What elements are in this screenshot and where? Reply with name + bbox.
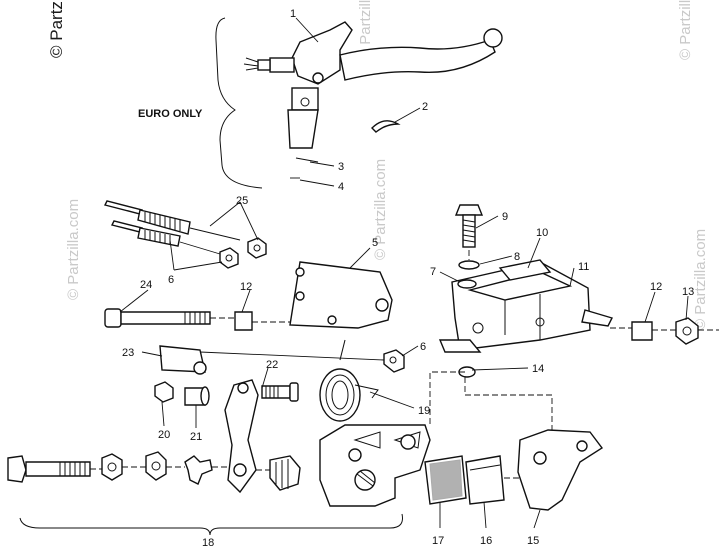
callout-10: 10 <box>536 227 548 239</box>
callouts: 1 2 3 4 5 6 6 7 8 9 10 11 12 12 13 14 15… <box>122 8 694 549</box>
plate-15 <box>504 429 604 511</box>
nut-pair <box>219 237 267 269</box>
lever-arm <box>224 379 259 494</box>
callout-4: 4 <box>338 181 344 193</box>
adjuster-assembly-18 <box>7 451 301 491</box>
crescent-washer <box>371 120 401 133</box>
callout-6b: 6 <box>420 341 426 353</box>
caliper-housing <box>319 371 553 507</box>
callout-8: 8 <box>514 251 520 263</box>
callout-2: 2 <box>422 101 428 113</box>
callout-9: 9 <box>502 211 508 223</box>
watermark-ghost-1: © Partzilla.com <box>357 0 374 60</box>
watermark-ghost-4: © Partzilla.com <box>677 0 694 60</box>
callout-23: 23 <box>122 347 134 359</box>
bracket-5 <box>289 261 393 329</box>
brake-pads <box>424 455 505 505</box>
callout-12b: 12 <box>650 281 662 293</box>
watermark-main: © Partzilla.com <box>47 0 66 58</box>
callout-25: 25 <box>236 195 248 207</box>
euro-only-label: EURO ONLY <box>138 108 203 120</box>
brake-lever <box>243 21 503 85</box>
callout-13: 13 <box>682 286 694 298</box>
callout-3: 3 <box>338 161 344 173</box>
nut-right <box>675 317 699 345</box>
callout-14: 14 <box>532 363 544 375</box>
callout-6a: 6 <box>168 274 174 286</box>
callout-16: 16 <box>480 535 492 547</box>
cables <box>103 200 241 255</box>
adjuster-bolt <box>454 204 484 378</box>
callout-24: 24 <box>140 279 152 291</box>
euro-brace <box>215 17 263 189</box>
link-23 <box>159 345 405 375</box>
brake-switch <box>287 87 319 179</box>
watermark-ghost-5: © Partzilla.com <box>692 229 709 330</box>
bolt-22 <box>261 382 299 402</box>
callout-17: 17 <box>432 535 444 547</box>
callout-15: 15 <box>527 535 539 547</box>
callout-20: 20 <box>158 429 170 441</box>
leader-lines <box>119 17 689 529</box>
caliper-bracket <box>438 259 613 353</box>
callout-11: 11 <box>578 261 589 273</box>
long-bolt <box>104 308 235 328</box>
callout-22: 22 <box>266 359 278 371</box>
euro-only-group: EURO ONLY <box>138 17 263 189</box>
callout-18: 18 <box>202 537 214 549</box>
callout-7: 7 <box>430 266 436 278</box>
callout-19: 19 <box>418 405 430 417</box>
watermark-layer: © Partzilla.com © Partzilla.com © Partzi… <box>47 0 709 330</box>
callout-1: 1 <box>290 8 296 20</box>
spacer-left <box>234 311 253 331</box>
callout-5: 5 <box>372 237 378 249</box>
watermark-ghost-2: © Partzilla.com <box>65 199 82 300</box>
spring-19 <box>319 339 379 422</box>
nut-spacer-20-21 <box>154 381 210 406</box>
bottom-brace-18 <box>19 513 403 536</box>
callout-21: 21 <box>190 431 202 443</box>
callout-12a: 12 <box>240 281 252 293</box>
watermark-ghost-3: © Partzilla.com <box>372 159 389 260</box>
spacer-right <box>631 321 653 341</box>
